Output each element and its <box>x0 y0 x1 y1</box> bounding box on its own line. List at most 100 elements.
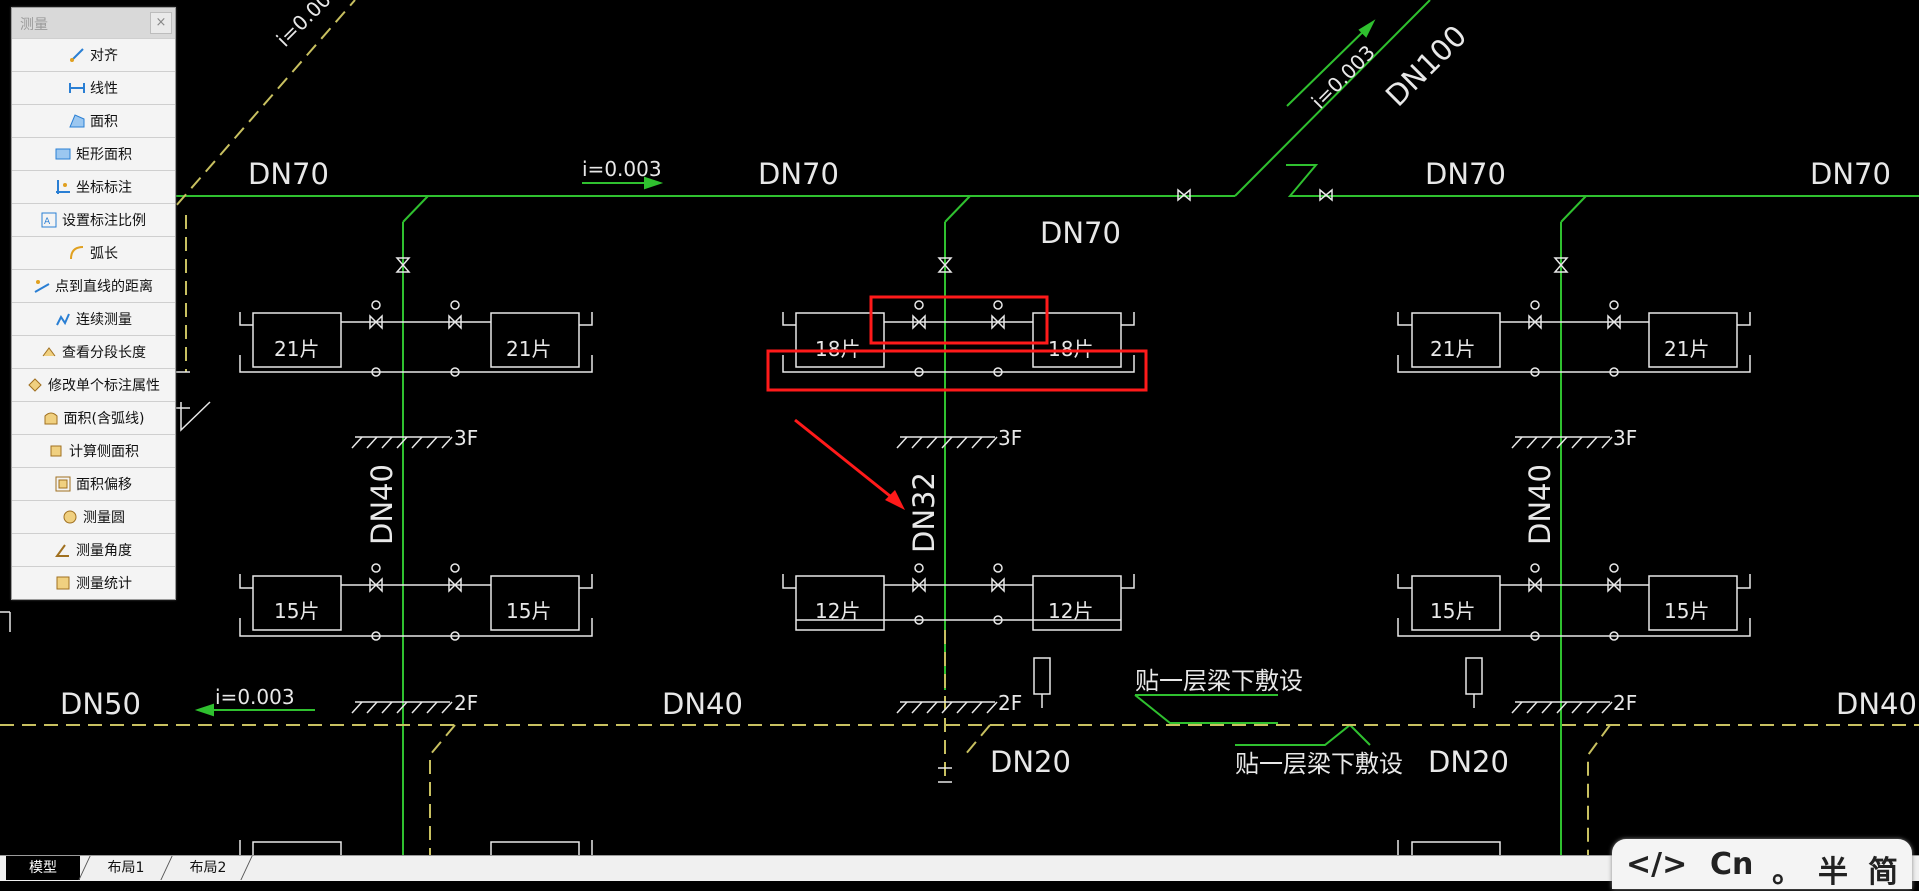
area-icon <box>69 113 85 129</box>
label-dn40-left: DN40 <box>365 464 399 545</box>
ime-toolbar[interactable]: </> Cn 。 半 简 <box>1612 839 1912 890</box>
svg-text:A: A <box>44 217 51 227</box>
palette-item-label: 设置标注比例 <box>62 213 146 229</box>
highlight-box-return <box>766 349 1148 392</box>
palette-item-4[interactable]: 矩形面积 <box>12 137 175 170</box>
palette-item-label: 测量统计 <box>76 576 132 592</box>
label-dn40-right: DN40 <box>1523 464 1557 545</box>
radiator-label: 15片 <box>506 599 551 623</box>
palette-item-label: 测量圆 <box>83 510 125 526</box>
label-dn70-c: DN70 <box>1040 216 1121 250</box>
linear-dimension-icon <box>69 80 85 96</box>
tab-model[interactable]: 模型 <box>6 856 80 880</box>
radiator-label: 21片 <box>1430 337 1475 361</box>
palette-item-label: 计算侧面积 <box>69 444 139 460</box>
radiator-label: 15片 <box>1430 599 1475 623</box>
floor-label-2f-mid: 2F <box>998 691 1022 715</box>
palette-item-16[interactable]: 测量角度 <box>12 533 175 566</box>
palette-item-11[interactable]: 修改单个标注属性 <box>12 368 175 401</box>
highlight-box-valves <box>869 295 1049 345</box>
ime-script-toggle[interactable]: 简 <box>1868 855 1898 890</box>
side-area-icon <box>48 443 64 459</box>
palette-item-label: 面积 <box>90 114 118 130</box>
radiator-linework <box>239 188 1751 855</box>
palette-title: 测量 <box>20 17 48 33</box>
radiator-label: 15片 <box>274 599 319 623</box>
tab-separator <box>160 856 173 880</box>
palette-item-label: 修改单个标注属性 <box>48 378 160 394</box>
supply-main-pipe <box>170 0 1919 855</box>
rect-area-icon <box>55 146 71 162</box>
label-dn100: DN100 <box>1379 19 1473 113</box>
arc-area-icon <box>43 410 59 426</box>
coordinate-icon <box>55 179 71 195</box>
layout-tab-bar: 模型 布局1 布局2 <box>0 855 1919 881</box>
label-dn70-e: DN70 <box>1810 157 1891 191</box>
angle-icon <box>55 542 71 558</box>
palette-item-3[interactable]: 面积 <box>12 104 175 137</box>
ime-code-icon[interactable]: </> <box>1626 847 1688 882</box>
palette-item-label: 连续测量 <box>76 312 132 328</box>
radiator-label: 18片 <box>1048 337 1093 361</box>
label-dn32-mid: DN32 <box>907 472 941 553</box>
palette-item-13[interactable]: 计算侧面积 <box>12 434 175 467</box>
radiator-label: 12片 <box>1048 599 1093 623</box>
palette-item-label: 矩形面积 <box>76 147 132 163</box>
palette-item-label: 测量角度 <box>76 543 132 559</box>
label-slope-bottom: i=0.003 <box>215 685 295 709</box>
palette-close-button[interactable]: × <box>150 12 172 34</box>
annotation-arrow <box>794 418 896 502</box>
ime-width-toggle[interactable]: 半 <box>1818 855 1848 890</box>
floor-label-2f-right: 2F <box>1613 691 1637 715</box>
scale-icon: A <box>41 212 57 228</box>
tab-separator <box>78 856 91 880</box>
label-dn70-d: DN70 <box>1425 157 1506 191</box>
palette-item-label: 点到直线的距离 <box>55 279 153 295</box>
palette-item-label: 面积(含弧线) <box>63 411 145 427</box>
floor-label-3f-left: 3F <box>454 426 478 450</box>
palette-item-15[interactable]: 测量圆 <box>12 500 175 533</box>
palette-item-12[interactable]: 面积(含弧线) <box>12 401 175 434</box>
palette-item-label: 对齐 <box>90 48 118 64</box>
label-slope-partial: i=0.00 <box>272 0 336 52</box>
cad-drawing-canvas[interactable]: DN70 i=0.003 DN70 DN70 DN70 DN70 DN100 i… <box>0 0 1919 855</box>
palette-titlebar[interactable]: 测量 × <box>12 8 175 38</box>
return-pipes-dashed <box>0 0 1919 855</box>
measure-palette: 测量 × 对齐线性面积矩形面积坐标标注 A 设置标注比例弧长点到直线的距离连续测量查… <box>11 7 176 600</box>
tab-layout1[interactable]: 布局1 <box>107 860 145 876</box>
label-dn20-right: DN20 <box>1428 745 1509 779</box>
label-slope-top: i=0.003 <box>582 157 662 181</box>
palette-item-7[interactable]: 弧长 <box>12 236 175 269</box>
label-dn70-a: DN70 <box>248 157 329 191</box>
palette-item-label: 线性 <box>90 81 118 97</box>
label-dn40-bottom-right: DN40 <box>1836 687 1917 721</box>
continuous-measure-icon <box>55 311 71 327</box>
palette-item-17[interactable]: 测量统计 <box>12 566 175 599</box>
palette-item-label: 弧长 <box>90 246 118 262</box>
palette-item-6[interactable]: A 设置标注比例 <box>12 203 175 236</box>
ime-punctuation-toggle[interactable]: 。 <box>1772 855 1802 890</box>
palette-item-label: 坐标标注 <box>76 180 132 196</box>
tab-layout2[interactable]: 布局2 <box>189 860 227 876</box>
radiator-label: 18片 <box>815 337 860 361</box>
note-under-beam-a: 贴一层梁下敷设 <box>1135 667 1303 695</box>
radiator-label: 21片 <box>1664 337 1709 361</box>
palette-item-9[interactable]: 连续测量 <box>12 302 175 335</box>
palette-item-10[interactable]: 查看分段长度 <box>12 335 175 368</box>
segment-length-icon <box>41 344 57 360</box>
area-offset-icon <box>55 476 71 492</box>
edit-dimension-icon <box>27 377 43 393</box>
radiator-label: 21片 <box>506 337 551 361</box>
markup-annotations <box>766 295 1148 510</box>
ime-language-toggle[interactable]: Cn <box>1710 847 1754 882</box>
palette-item-1[interactable]: 对齐 <box>12 38 175 71</box>
note-under-beam-b: 贴一层梁下敷设 <box>1235 750 1403 778</box>
palette-item-2[interactable]: 线性 <box>12 71 175 104</box>
palette-item-8[interactable]: 点到直线的距离 <box>12 269 175 302</box>
palette-item-5[interactable]: 坐标标注 <box>12 170 175 203</box>
radiator-label: 21片 <box>274 337 319 361</box>
label-dn20-mid: DN20 <box>990 745 1071 779</box>
floor-label-3f-right: 3F <box>1613 426 1637 450</box>
circle-measure-icon <box>62 509 78 525</box>
palette-item-14[interactable]: 面积偏移 <box>12 467 175 500</box>
